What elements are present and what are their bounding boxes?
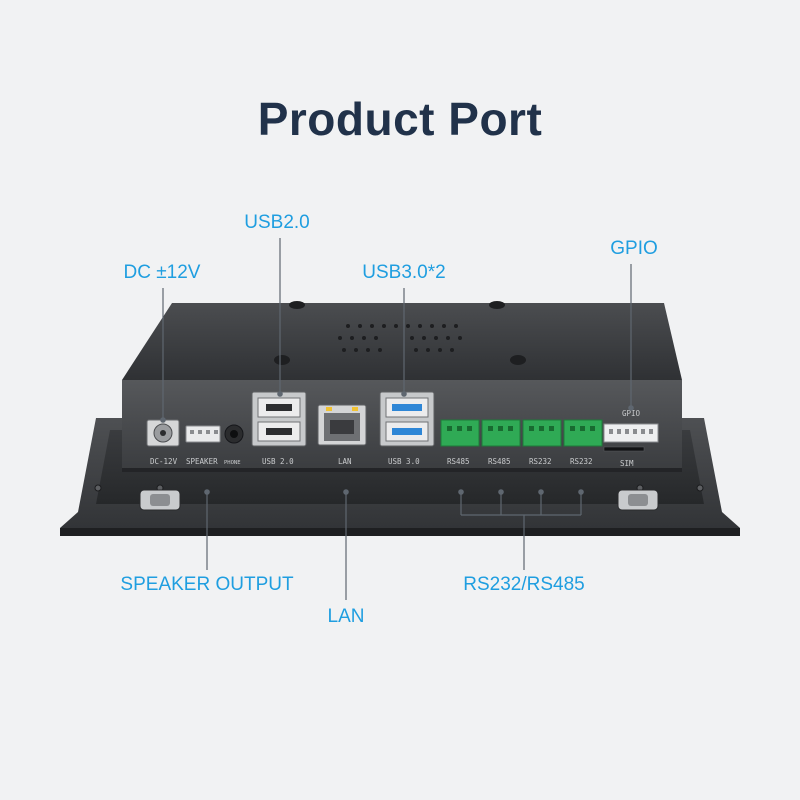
gpio-connector [603, 423, 659, 443]
port-label-usb2: USB 2.0 [262, 457, 294, 466]
callout-rs232-rs485: RS232/RS485 [463, 574, 585, 595]
port-label-phone: PHONE [224, 460, 241, 466]
frame-edge [60, 528, 740, 536]
callout-lan: LAN [327, 606, 365, 627]
callout-usb2: USB2.0 [244, 212, 310, 233]
callout-usb3: USB3.0*2 [362, 262, 446, 283]
terminal-block-1 [440, 419, 480, 447]
terminal-block-3 [522, 419, 562, 447]
port-label-speaker: SPEAKER [186, 457, 218, 466]
housing-top [122, 303, 682, 380]
callout-dc: DC ±12V [123, 262, 201, 283]
usb2-ports [251, 391, 307, 447]
usb3-ports [379, 391, 435, 447]
port-label-com4: RS232 [570, 457, 593, 466]
housing-screws [274, 301, 526, 365]
terminal-block-2 [481, 419, 521, 447]
callout-speaker-output: SPEAKER OUTPUT [120, 574, 294, 595]
dc-jack [146, 419, 180, 447]
lan-port [317, 404, 367, 446]
callout-gpio: GPIO [610, 238, 658, 259]
leader-rs-bracket [458, 489, 584, 570]
speaker-grill [338, 324, 462, 352]
terminal-block-4 [563, 419, 603, 447]
speaker-connector [185, 425, 221, 443]
port-label-com3: RS232 [529, 457, 552, 466]
mount-clip-right [617, 489, 659, 511]
port-label-com2: RS485 [488, 457, 511, 466]
port-label-lan: LAN [338, 457, 352, 466]
mount-clip-left [139, 489, 181, 511]
sim-slot [603, 446, 645, 452]
port-label-sim: SIM [620, 459, 634, 468]
port-label-usb3: USB 3.0 [388, 457, 420, 466]
port-label-dc: DC-12V [150, 457, 178, 466]
page-title: Product Port [257, 93, 543, 145]
port-label-gpio: GPIO [622, 409, 641, 418]
port-label-com1: RS485 [447, 457, 470, 466]
phone-jack [224, 424, 244, 444]
